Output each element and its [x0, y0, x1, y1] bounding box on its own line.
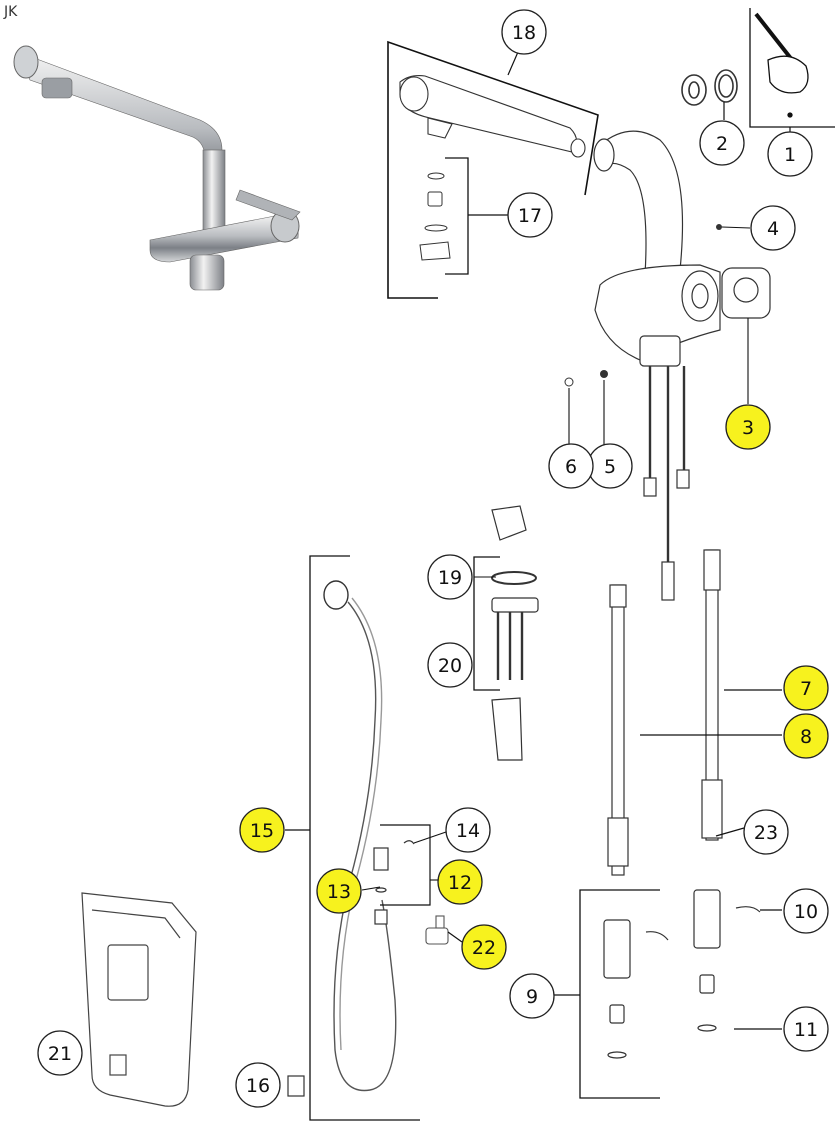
callout-label: 22: [472, 937, 496, 959]
callout-circle: [509, 973, 555, 1019]
supply-hoses: [607, 549, 723, 876]
handle-lever-box: [749, 8, 835, 128]
callout-label: 13: [327, 881, 351, 903]
callout-circle: [427, 642, 473, 688]
callout-1: 1: [767, 131, 813, 177]
callout-circle: [427, 554, 473, 600]
callout-label: 9: [526, 986, 538, 1008]
callout-14: 14: [445, 807, 491, 853]
callout-circle: [783, 713, 829, 759]
callout-13: 13: [316, 868, 362, 914]
connector-kit-bracket: [579, 889, 660, 1099]
faucet-photo: [13, 45, 301, 291]
callout-label: 11: [794, 1019, 818, 1041]
callout-circle: [767, 131, 813, 177]
callout-8: 8: [783, 713, 829, 759]
callout-label: 12: [448, 872, 472, 894]
callout-circle: [725, 404, 771, 450]
callout-label: 17: [518, 205, 542, 227]
pullout-hose: [323, 580, 397, 1092]
callout-circle: [783, 665, 829, 711]
callout-circle: [743, 809, 789, 855]
callout-circle: [437, 859, 483, 905]
callout-label: 6: [565, 456, 577, 478]
mounting-bin: [81, 892, 197, 1107]
callout-circle: [239, 807, 285, 853]
callout-label: 4: [767, 218, 779, 240]
callout-22: 22: [461, 924, 507, 970]
callout-label: 15: [250, 820, 274, 842]
callout-label: 10: [794, 901, 818, 923]
callout-18: 18: [501, 9, 547, 55]
callout-label: 18: [512, 22, 536, 44]
parts-19-20-bracket: [473, 556, 500, 691]
spray-head-small-parts: [419, 172, 451, 261]
callout-circle: [316, 868, 362, 914]
corner-tag: JK: [4, 4, 18, 20]
parts-12-14-bracket: [380, 824, 431, 906]
callout-3: 3: [725, 404, 771, 450]
callout-label: 2: [716, 133, 728, 155]
callout-circle: [783, 888, 829, 934]
callout-6: 6: [548, 443, 594, 489]
callout-label: 8: [800, 726, 812, 748]
hose-fittings: [287, 840, 415, 1097]
faucet-body-drawing: [593, 130, 771, 601]
spout-assembly-bracket: [387, 40, 599, 299]
callout-4: 4: [750, 205, 796, 251]
callout-label: 1: [784, 144, 796, 166]
seal-rings: [681, 69, 738, 106]
callout-17: 17: [507, 192, 553, 238]
callout-label: 3: [742, 417, 754, 439]
diverter-valve: [425, 915, 449, 945]
callout-20: 20: [427, 642, 473, 688]
callout-circle: [501, 9, 547, 55]
callout-21: 21: [37, 1030, 83, 1076]
callout-label: 21: [48, 1043, 72, 1065]
callout-circle: [461, 924, 507, 970]
callout-label: 5: [604, 456, 616, 478]
pullout-spray-head: [399, 75, 586, 158]
callout-label: 7: [800, 678, 812, 700]
callout-label: 14: [456, 820, 480, 842]
callout-circle: [445, 807, 491, 853]
callout-23: 23: [743, 809, 789, 855]
callout-circle: [783, 1006, 829, 1052]
callout-circle: [235, 1062, 281, 1108]
callout-2: 2: [699, 120, 745, 166]
callout-circle: [548, 443, 594, 489]
callout-circle: [37, 1030, 83, 1076]
callout-circle: [699, 120, 745, 166]
callout-label: 16: [246, 1075, 270, 1097]
callout-5: 5: [587, 443, 633, 489]
callout-10: 10: [783, 888, 829, 934]
callout-12: 12: [437, 859, 483, 905]
callout-15: 15: [239, 807, 285, 853]
callout-9: 9: [509, 973, 555, 1019]
callout-19: 19: [427, 554, 473, 600]
mounting-kit-drawing: [491, 505, 539, 761]
callout-label: 19: [438, 567, 462, 589]
connector-fittings: [603, 889, 761, 1059]
callout-circle: [750, 205, 796, 251]
callout-11: 11: [783, 1006, 829, 1052]
part-17-bracket: [445, 157, 469, 275]
callout-circle: [507, 192, 553, 238]
callout-16: 16: [235, 1062, 281, 1108]
callout-label: 20: [438, 655, 462, 677]
hose-kit-bracket: [309, 555, 420, 1121]
callout-label: 23: [754, 822, 778, 844]
callout-7: 7: [783, 665, 829, 711]
